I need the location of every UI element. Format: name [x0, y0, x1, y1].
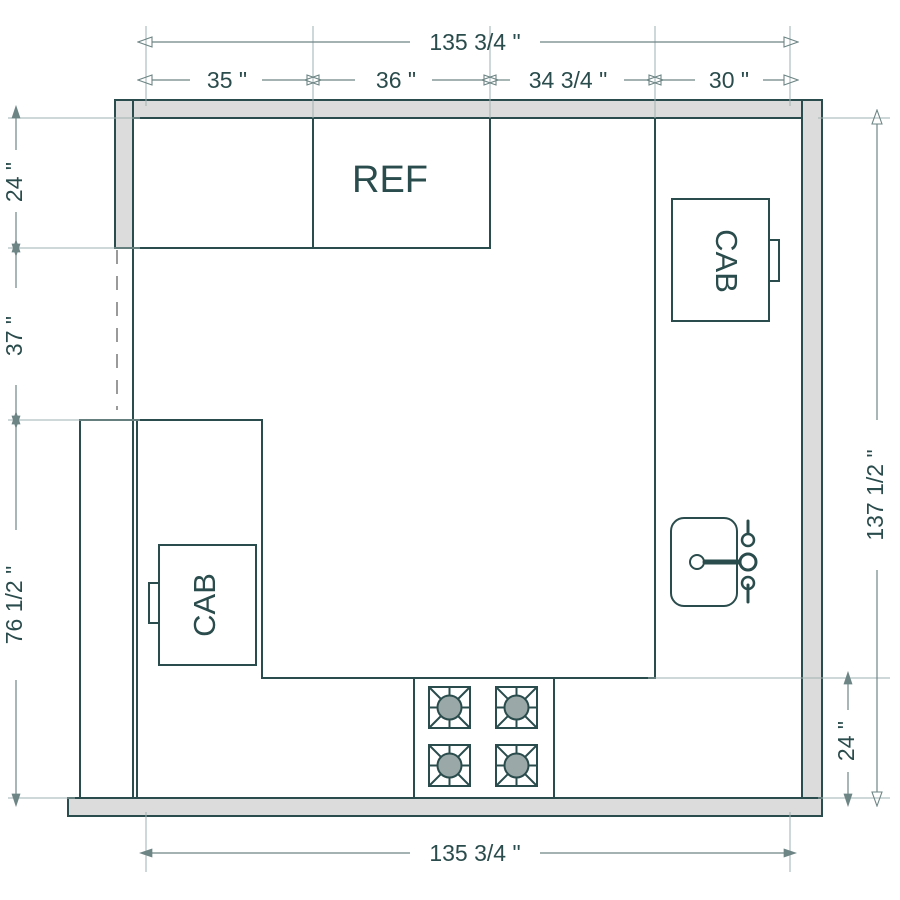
faucet-handle-upper-icon[interactable] — [740, 532, 756, 548]
burner-bottom-left[interactable] — [428, 744, 471, 787]
extension-lines-group — [8, 26, 890, 872]
dimension-right-group: 137 1/2 " 24 " — [833, 124, 888, 794]
burner-bottom-right[interactable] — [495, 744, 538, 787]
dimension-left-seg3-label: 76 1/2 " — [1, 566, 27, 645]
burner-top-left[interactable] — [428, 686, 471, 729]
cabinet-right-group[interactable]: CAB — [671, 198, 780, 322]
cabinet-left-handle-icon — [148, 582, 160, 624]
cabinet-right-label: CAB — [709, 229, 744, 293]
dimension-top-seg2-label: 36 " — [376, 67, 416, 93]
dimension-top-overall: 135 3/4 " — [152, 29, 784, 55]
dimension-bottom-overall: 135 3/4 " — [152, 840, 784, 866]
dimension-top-seg1-label: 35 " — [207, 67, 247, 93]
wall-left-stub — [114, 99, 134, 249]
dimension-left-group: 24 " 37 " 76 1/2 " — [1, 118, 27, 794]
casework-group: REF — [79, 117, 656, 799]
faucet-base-icon — [738, 552, 758, 572]
burner-top-right[interactable] — [495, 686, 538, 729]
dimension-right-lower-label: 24 " — [833, 721, 859, 761]
counter-upper-left[interactable] — [132, 117, 314, 249]
sink-drain-icon — [689, 554, 705, 570]
sink-group[interactable] — [670, 517, 758, 607]
dimension-top-seg3-label: 34 3/4 " — [529, 67, 608, 93]
dimension-top-overall-label: 135 3/4 " — [429, 29, 520, 55]
dimension-left-seg1-label: 24 " — [1, 162, 27, 202]
burners-group — [428, 686, 538, 787]
cabinet-left-label: CAB — [187, 573, 222, 637]
refrigerator-label: REF — [352, 159, 428, 201]
dimension-top-seg4-label: 30 " — [709, 67, 749, 93]
dimension-bottom-overall-label: 135 3/4 " — [429, 840, 520, 866]
cabinet-right[interactable] — [671, 198, 770, 322]
wall-right — [801, 99, 823, 817]
dimension-left-seg2-label: 37 " — [1, 316, 27, 356]
cabinet-left-group[interactable]: CAB — [148, 544, 257, 666]
dimension-right-overall-label: 137 1/2 " — [862, 449, 888, 540]
cabinet-right-handle-icon — [768, 239, 780, 282]
wall-top — [114, 99, 823, 119]
wall-bottom — [67, 797, 823, 817]
dimension-top-segments: 35 " 36 " 34 3/4 " 30 " — [152, 67, 784, 93]
